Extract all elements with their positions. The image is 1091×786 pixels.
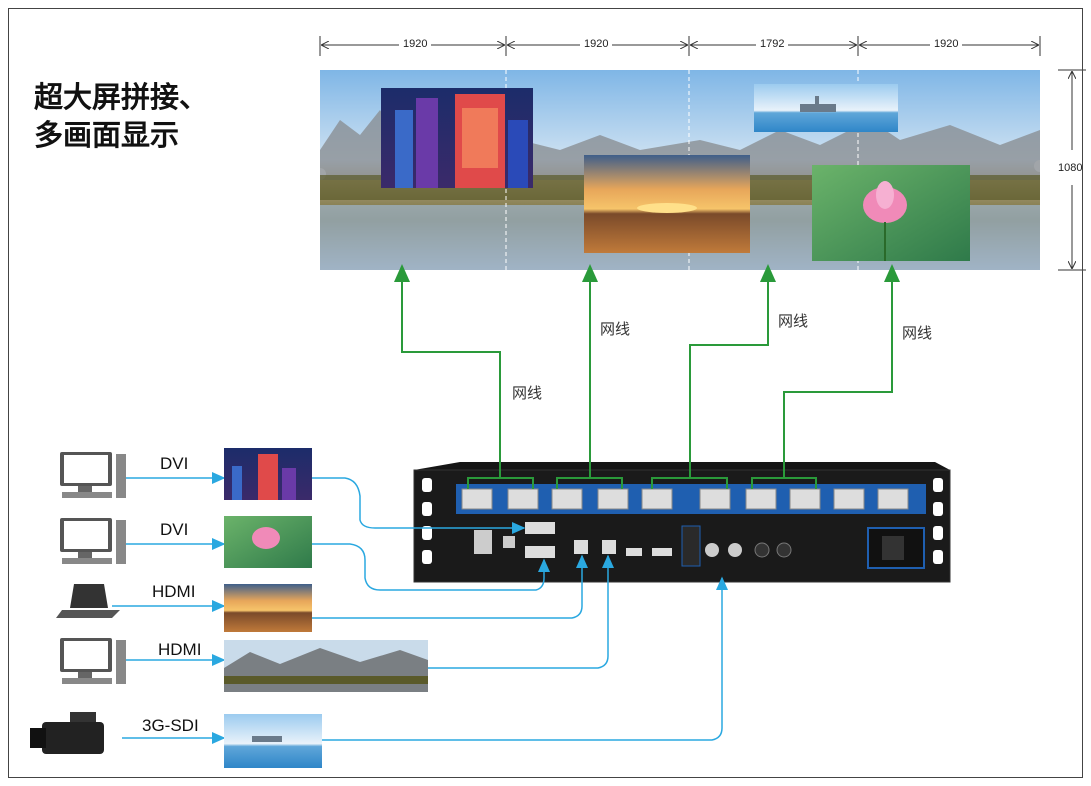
cable-label-4: 网线: [902, 324, 933, 342]
cable-label-3: 网线: [778, 312, 809, 330]
title-line-2: 多画面显示: [34, 118, 180, 152]
video-cables: [112, 472, 728, 744]
height-label: 1080: [1058, 162, 1083, 174]
diagram-frame: [8, 8, 1083, 778]
desktop-pc-icon: [60, 638, 126, 684]
laptop-icon: [56, 584, 120, 618]
width-label-2: 1920: [580, 38, 613, 50]
island-window: [754, 84, 898, 132]
cable-label-1: 网线: [512, 384, 543, 402]
source-label-hdmi-1: HDMI: [152, 582, 196, 601]
cable-label-2: 网线: [600, 320, 631, 338]
lotus-window: [812, 165, 970, 261]
desktop-pc-icon: [60, 452, 126, 498]
title-line-1: 超大屏拼接、: [34, 80, 209, 114]
thumb-city-skyline: [224, 448, 312, 500]
sunset-window: [584, 155, 750, 253]
thumb-mountain-panorama: [224, 640, 428, 692]
source-label-hdmi-2: HDMI: [158, 640, 202, 659]
source-label-dvi-1: DVI: [160, 454, 189, 473]
width-label-1: 1920: [399, 38, 432, 50]
led-controller-device: [413, 462, 951, 583]
thumb-sunset-lake: [224, 584, 312, 632]
city-window: [381, 88, 533, 188]
height-dimension: [1058, 69, 1086, 271]
network-cables: [394, 264, 900, 489]
diagram-title: 超大屏拼接、 多画面显示: [34, 78, 208, 154]
thumb-island-castle: [224, 714, 322, 768]
thumb-lotus-flower: [224, 516, 312, 568]
source-label-3g-sdi: 3G-SDI: [142, 716, 199, 735]
led-video-wall: [320, 70, 1040, 270]
width-label-3: 1792: [756, 38, 789, 50]
source-label-dvi-2: DVI: [160, 520, 189, 539]
desktop-pc-icon: [60, 518, 126, 564]
width-label-4: 1920: [930, 38, 963, 50]
video-camera-icon: [30, 712, 104, 754]
